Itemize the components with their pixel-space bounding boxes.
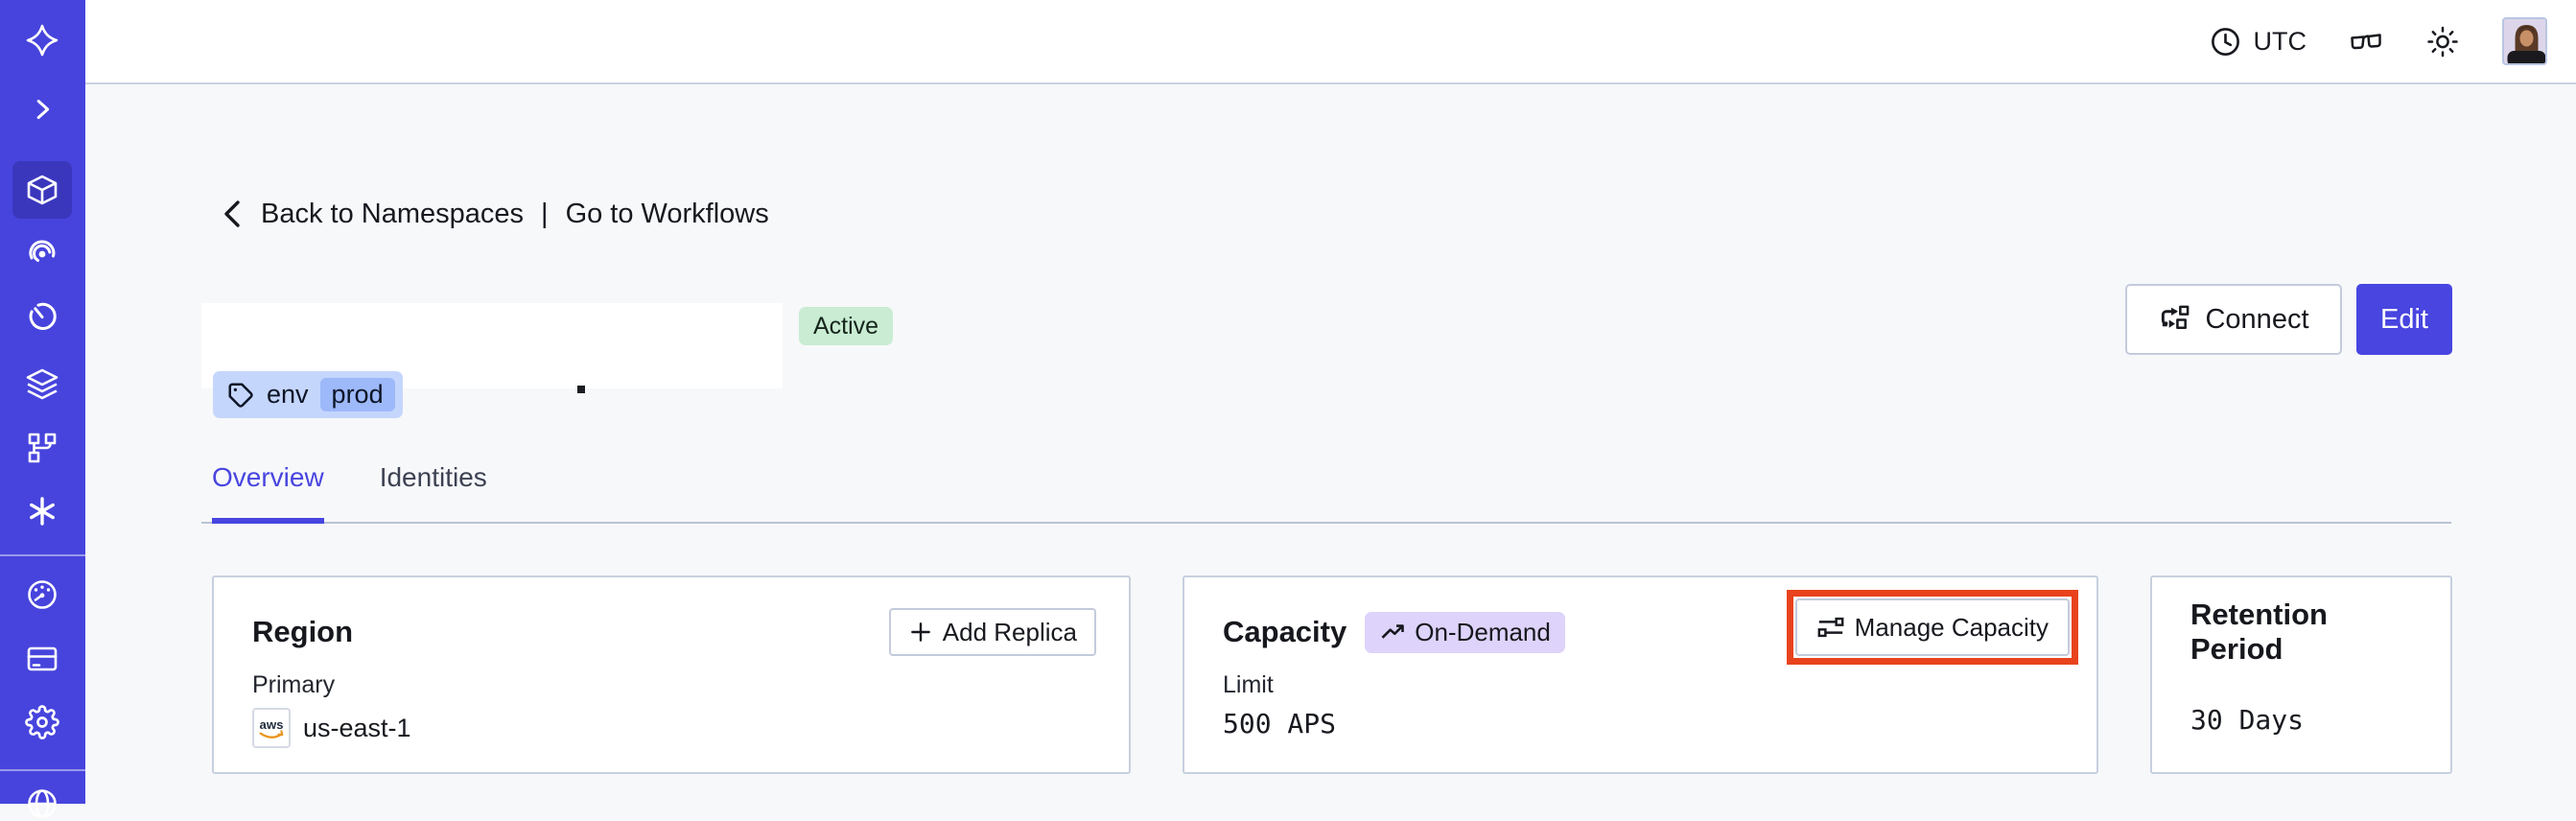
tab-bar: Overview Identities	[201, 462, 2451, 524]
globe-icon[interactable]	[25, 786, 59, 821]
connect-button[interactable]: Connect	[2125, 284, 2342, 355]
tag-icon	[228, 383, 253, 408]
add-replica-label: Add Replica	[942, 617, 1077, 646]
annotation-highlight-box: Manage Capacity	[1786, 590, 2078, 665]
tab-identities[interactable]: Identities	[379, 462, 487, 492]
limit-value: 500 APS	[1223, 708, 1337, 739]
gear-icon[interactable]	[25, 705, 59, 739]
capacity-card-title: Capacity	[1223, 615, 1347, 648]
connect-flow-icon	[2162, 305, 2190, 329]
retention-card-title: Retention Period	[2190, 598, 2328, 666]
primary-label: Primary	[252, 671, 336, 698]
back-to-namespaces-link[interactable]: Back to Namespaces	[261, 198, 525, 229]
edit-button[interactable]: Edit	[2356, 284, 2452, 355]
redacted-title-artifact-dot	[577, 386, 585, 393]
header-actions: Connect Edit	[2125, 284, 2452, 355]
aws-logo: aws	[252, 708, 291, 748]
spiral-icon[interactable]	[25, 236, 59, 270]
status-badge: Active	[799, 307, 894, 345]
on-demand-badge: On-Demand	[1365, 611, 1565, 653]
limit-label: Limit	[1223, 671, 1274, 698]
edit-button-label: Edit	[2380, 303, 2428, 335]
sidebar	[0, 0, 85, 818]
chevron-left-icon[interactable]	[219, 198, 247, 230]
tab-overview[interactable]: Overview	[212, 462, 324, 524]
svg-text:aws: aws	[260, 717, 284, 732]
gauge-icon[interactable]	[25, 577, 59, 612]
timezone-selector[interactable]: UTC	[2209, 25, 2307, 59]
asterisk-icon[interactable]	[25, 494, 59, 528]
cube-icon[interactable]	[25, 173, 59, 207]
branch-icon[interactable]	[25, 431, 59, 465]
timer-icon[interactable]	[25, 299, 59, 334]
chevron-right-icon[interactable]	[25, 92, 59, 127]
timezone-label: UTC	[2253, 26, 2307, 56]
region-card: Region Add Replica Primary aws	[212, 575, 1131, 774]
breadcrumb: Back to Namespaces | Go to Workflows	[219, 198, 769, 230]
glasses-icon[interactable]	[2349, 24, 2383, 59]
main-content: Back to Namespaces | Go to Workflows Act…	[85, 86, 2576, 804]
namespace-tag[interactable]: env prod	[213, 371, 403, 418]
sidebar-divider	[0, 554, 85, 556]
sliders-icon	[1817, 617, 1844, 638]
tag-key: env	[267, 380, 309, 409]
clock-icon	[2211, 27, 2239, 56]
sun-icon[interactable]	[2425, 24, 2460, 59]
topbar: UTC	[85, 0, 2576, 84]
on-demand-label: On-Demand	[1415, 617, 1551, 646]
sidebar-divider	[0, 769, 85, 771]
plus-icon	[910, 622, 930, 642]
card-icon[interactable]	[25, 642, 59, 676]
temporal-logo-icon[interactable]	[25, 23, 59, 58]
manage-capacity-button[interactable]: Manage Capacity	[1794, 598, 2070, 656]
retention-value: 30 Days	[2190, 704, 2305, 736]
summary-cards: Region Add Replica Primary aws	[212, 575, 2452, 774]
capacity-card: Capacity On-Demand M	[1183, 575, 2098, 774]
tag-value: prod	[319, 378, 395, 411]
manage-capacity-label: Manage Capacity	[1854, 612, 2049, 642]
region-card-title: Region	[252, 615, 354, 648]
breadcrumb-separator: |	[541, 198, 549, 229]
retention-card: Retention Period 30 Days	[2150, 575, 2452, 774]
connect-button-label: Connect	[2205, 303, 2309, 335]
layers-icon[interactable]	[25, 366, 59, 401]
region-value: us-east-1	[303, 713, 411, 742]
user-avatar[interactable]	[2502, 17, 2547, 65]
go-to-workflows-link[interactable]: Go to Workflows	[565, 198, 769, 229]
add-replica-button[interactable]: Add Replica	[888, 608, 1096, 656]
trending-up-icon	[1381, 624, 1405, 639]
